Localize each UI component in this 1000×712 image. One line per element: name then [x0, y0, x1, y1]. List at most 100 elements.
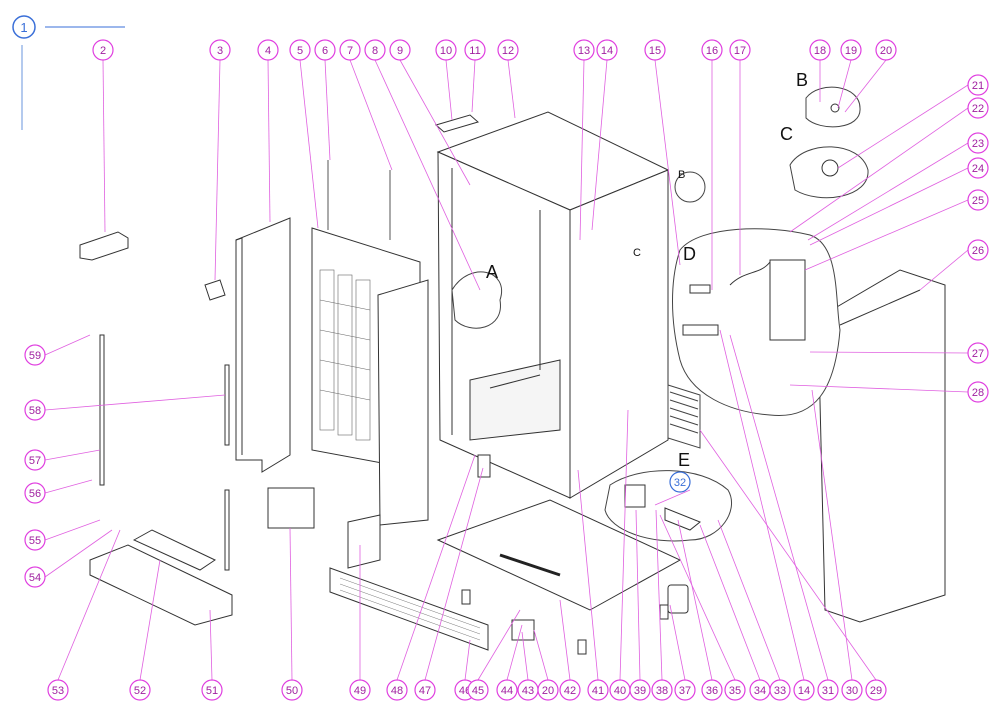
callout-circle — [587, 679, 609, 701]
callout-5: 5 — [289, 39, 311, 61]
leader-line — [677, 519, 713, 681]
callout-number: 2 — [100, 45, 106, 57]
callout-50: 50 — [281, 679, 303, 701]
callout-circle — [629, 679, 651, 701]
leader-line — [209, 609, 213, 681]
callout-41: 41 — [587, 679, 609, 701]
callout-32: 32 — [669, 471, 691, 493]
callout-number: 48 — [391, 685, 403, 697]
callout-number: 9 — [397, 45, 403, 57]
leader-line — [619, 409, 629, 681]
callout-circle — [24, 344, 46, 366]
part-capacitor-37 — [667, 584, 689, 614]
leader-line — [399, 59, 471, 186]
callout-number: 10 — [440, 45, 452, 57]
callout-circle — [289, 39, 311, 61]
callout-55: 55 — [24, 529, 46, 551]
leader-line — [396, 454, 476, 681]
callout-circle — [967, 189, 989, 211]
callout-15: 15 — [644, 39, 666, 61]
callout-circle — [669, 471, 691, 493]
leader-line — [919, 249, 969, 291]
callout-16: 16 — [701, 39, 723, 61]
callout-number: 31 — [822, 685, 834, 697]
callout-number: 35 — [729, 685, 741, 697]
callout-circle — [435, 39, 457, 61]
callout-47: 47 — [414, 679, 436, 701]
callout-25: 25 — [967, 189, 989, 211]
callout-number: 50 — [286, 685, 298, 697]
detail-b-small — [674, 171, 706, 203]
callout-number: 20 — [542, 685, 554, 697]
callout-number: 51 — [206, 685, 218, 697]
callout-number: 24 — [972, 163, 984, 175]
leader-line — [669, 604, 686, 681]
callout-circle — [724, 679, 746, 701]
callout-circle — [841, 679, 863, 701]
leader-line — [44, 479, 93, 494]
leader-line — [477, 609, 521, 681]
callout-circle — [24, 482, 46, 504]
callout-14: 14 — [793, 679, 815, 701]
callout-57: 57 — [24, 449, 46, 471]
callout-circle — [281, 679, 303, 701]
callout-number: 34 — [754, 685, 766, 697]
part-bracket-2 — [79, 231, 129, 261]
callout-circle — [24, 529, 46, 551]
leader-line — [591, 59, 608, 231]
part-rod-58 — [224, 364, 230, 446]
leader-line — [507, 59, 516, 119]
part-top-bracket-10 — [434, 114, 480, 133]
callout-circle — [314, 39, 336, 61]
callout-28: 28 — [967, 381, 989, 403]
callout-33: 33 — [769, 679, 791, 701]
callout-number: 52 — [134, 685, 146, 697]
callout-number: 20 — [880, 45, 892, 57]
callout-11: 11 — [464, 39, 486, 61]
callout-circle — [967, 239, 989, 261]
callout-49: 49 — [349, 679, 371, 701]
callout-circle — [464, 39, 486, 61]
callout-54: 54 — [24, 566, 46, 588]
callout-number: 59 — [29, 350, 41, 362]
callout-circle — [24, 399, 46, 421]
leader-line — [44, 334, 91, 356]
part-base-trough-51 — [89, 544, 233, 626]
callout-number: 13 — [578, 45, 590, 57]
callout-circle — [651, 679, 673, 701]
callout-20: 20 — [875, 39, 897, 61]
callout-number: 25 — [972, 195, 984, 207]
leader-line — [811, 389, 853, 681]
callout-52: 52 — [129, 679, 151, 701]
callout-circle — [644, 39, 666, 61]
callout-27: 27 — [967, 342, 989, 364]
callout-number: 43 — [522, 685, 534, 697]
callout-circle — [875, 39, 897, 61]
leader-line — [729, 334, 829, 681]
callout-58: 58 — [24, 399, 46, 421]
callout-circle — [701, 679, 723, 701]
detail-label-a: A — [486, 262, 498, 282]
callout-circle — [497, 39, 519, 61]
leader-line — [464, 639, 471, 681]
part-vent-grille — [667, 384, 701, 449]
leader-line — [809, 167, 969, 246]
callout-number: 3 — [217, 45, 223, 57]
leader-line — [324, 59, 331, 161]
callout-number: 37 — [679, 685, 691, 697]
callout-number: 26 — [972, 245, 984, 257]
callout-number: 40 — [614, 685, 626, 697]
part-cover-plate-49 — [347, 514, 381, 569]
leader-line — [471, 59, 476, 113]
callout-number: 57 — [29, 455, 41, 467]
callout-circle — [467, 679, 489, 701]
callout-number: 49 — [354, 685, 366, 697]
callout-number: 53 — [52, 685, 64, 697]
callout-circle — [24, 566, 46, 588]
callout-35: 35 — [724, 679, 746, 701]
callout-number: 41 — [592, 685, 604, 697]
callout-4: 4 — [257, 39, 279, 61]
callout-circle — [967, 157, 989, 179]
leader-line — [214, 59, 221, 281]
